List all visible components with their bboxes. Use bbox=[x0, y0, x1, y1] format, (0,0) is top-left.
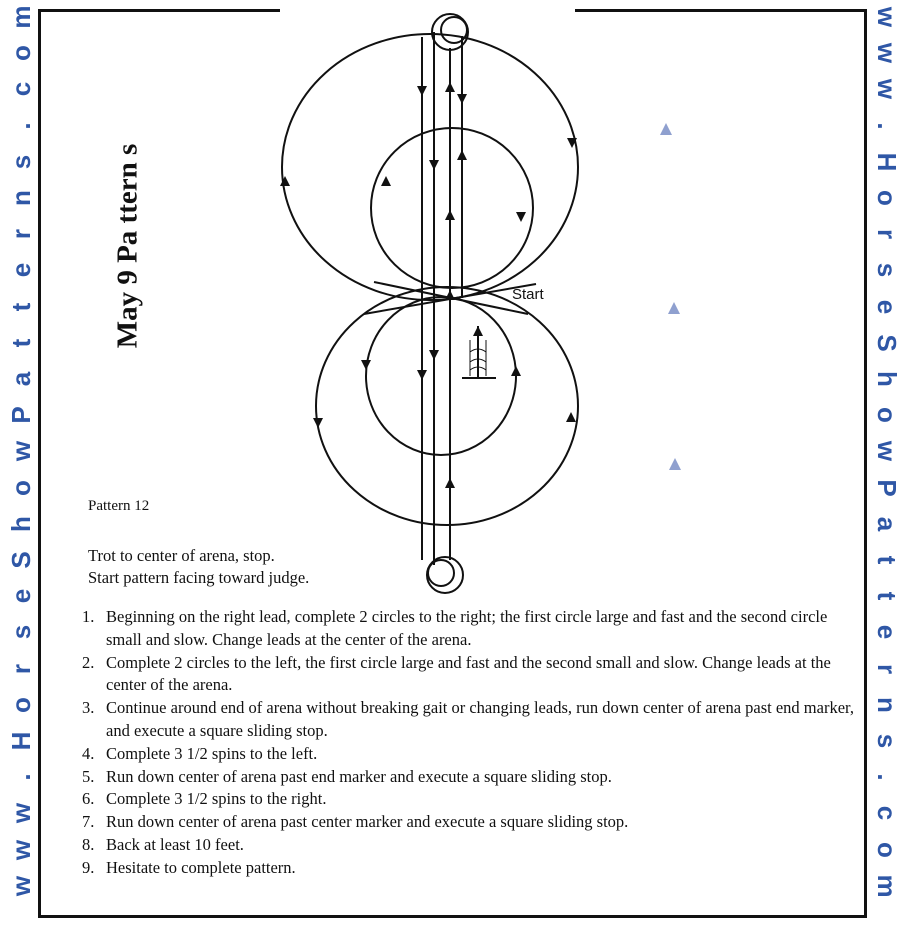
start-label: Start bbox=[512, 286, 544, 303]
step-list: 1.Beginning on the right lead, complete … bbox=[88, 606, 858, 880]
step-item: 3.Continue around end of arena without b… bbox=[88, 697, 858, 743]
pattern-number: Pattern 12 bbox=[88, 498, 149, 515]
step-text: Complete 2 circles to the left, the firs… bbox=[106, 653, 831, 695]
cone-marker-bottom bbox=[669, 458, 681, 470]
step-number: 5. bbox=[82, 766, 94, 789]
step-number: 8. bbox=[82, 834, 94, 857]
arrow-1 bbox=[417, 86, 427, 96]
step-item: 4.Complete 3 1/2 spins to the left. bbox=[88, 743, 858, 766]
step-item: 6.Complete 3 1/2 spins to the right. bbox=[88, 788, 858, 811]
step-number: 7. bbox=[82, 811, 94, 834]
step-text: Back at least 10 feet. bbox=[106, 835, 244, 854]
arrow-18 bbox=[361, 360, 371, 370]
step-item: 2.Complete 2 circles to the left, the fi… bbox=[88, 652, 858, 698]
arrow-9 bbox=[429, 350, 439, 360]
intro-line-1: Trot to center of arena, stop. bbox=[88, 546, 275, 566]
arrow-16 bbox=[566, 412, 576, 422]
small-circle-bottom bbox=[366, 297, 516, 455]
step-text: Hesitate to complete pattern. bbox=[106, 858, 296, 877]
bottom-end-marker-inner bbox=[428, 560, 454, 586]
step-number: 9. bbox=[82, 857, 94, 880]
arrow-7 bbox=[445, 290, 455, 300]
step-item: 7.Run down center of arena past center m… bbox=[88, 811, 858, 834]
step-number: 4. bbox=[82, 743, 94, 766]
arrow-19 bbox=[313, 418, 323, 428]
step-text: Continue around end of arena without bre… bbox=[106, 698, 854, 740]
step-item: 9.Hesitate to complete pattern. bbox=[88, 857, 858, 880]
step-number: 1. bbox=[82, 606, 94, 629]
arrow-17 bbox=[511, 366, 521, 376]
arrow-2 bbox=[429, 160, 439, 170]
large-circle-top bbox=[282, 34, 578, 300]
intro-line-2: Start pattern facing toward judge. bbox=[88, 568, 309, 588]
pattern-title: May 9 Pa ttern s bbox=[112, 144, 145, 349]
step-number: 2. bbox=[82, 652, 94, 675]
step-text: Beginning on the right lead, complete 2 … bbox=[106, 607, 827, 649]
step-number: 6. bbox=[82, 788, 94, 811]
small-circle-top bbox=[371, 128, 533, 288]
arrow-11 bbox=[473, 326, 483, 336]
step-text: Run down center of arena past end marker… bbox=[106, 767, 612, 786]
arrow-6 bbox=[445, 210, 455, 220]
step-text: Run down center of arena past center mar… bbox=[106, 812, 628, 831]
step-number: 3. bbox=[82, 697, 94, 720]
large-circle-bottom bbox=[316, 287, 578, 525]
step-text: Complete 3 1/2 spins to the right. bbox=[106, 789, 326, 808]
step-item: 5.Run down center of arena past end mark… bbox=[88, 766, 858, 789]
cone-marker-center bbox=[668, 302, 680, 314]
arrow-13 bbox=[516, 212, 526, 222]
step-text: Complete 3 1/2 spins to the left. bbox=[106, 744, 317, 763]
step-item: 8.Back at least 10 feet. bbox=[88, 834, 858, 857]
cone-marker-top bbox=[660, 123, 672, 135]
top-end-marker-inner bbox=[441, 17, 467, 43]
arrow-3 bbox=[445, 82, 455, 92]
arrow-4 bbox=[457, 94, 467, 104]
arrow-14 bbox=[381, 176, 391, 186]
arrow-10 bbox=[445, 478, 455, 488]
arrow-8 bbox=[417, 370, 427, 380]
arrow-5 bbox=[457, 150, 467, 160]
step-item: 1.Beginning on the right lead, complete … bbox=[88, 606, 858, 652]
